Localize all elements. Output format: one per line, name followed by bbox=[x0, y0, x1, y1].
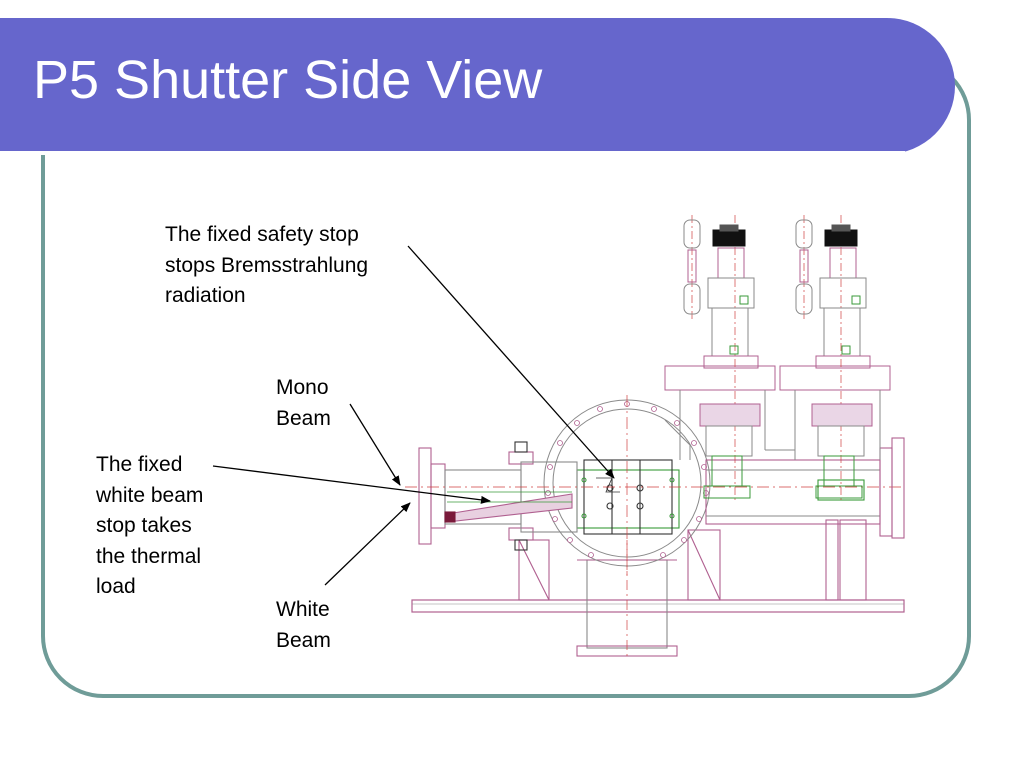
annotation-line: load bbox=[96, 575, 136, 598]
annotation-white-beam: White Beam bbox=[276, 595, 331, 656]
flange-bolts bbox=[545, 401, 709, 558]
actuator-right bbox=[795, 215, 873, 500]
annotation-line: the thermal bbox=[96, 544, 202, 568]
annotation-line: Beam bbox=[276, 628, 331, 652]
leader-mono-beam bbox=[349, 403, 401, 486]
leader-white-beam bbox=[324, 502, 411, 586]
content-frame bbox=[41, 58, 971, 698]
annotation-line: Mono bbox=[276, 376, 329, 399]
annotation-line: stop takes bbox=[96, 514, 192, 537]
annotation-mono-beam: Mono Beam bbox=[276, 373, 331, 434]
white-beam-stop-assembly bbox=[418, 441, 578, 551]
annotation-line: radiation bbox=[165, 284, 246, 307]
title-bar bbox=[0, 18, 955, 155]
annotation-line: white beam bbox=[96, 483, 204, 507]
annotation-line: The fixed bbox=[96, 453, 183, 476]
annotation-safety-stop: The fixed safety stop stops Bremsstrahlu… bbox=[165, 220, 368, 312]
annotation-line: The fixed safety stop bbox=[165, 223, 359, 246]
annotation-line: stops Bremsstrahlung bbox=[165, 253, 369, 277]
base-plate bbox=[411, 599, 905, 613]
vacuum-vessel bbox=[543, 399, 711, 567]
slide-title: P5 Shutter Side View bbox=[33, 50, 543, 110]
actuator-left bbox=[683, 215, 761, 500]
annotation-white-beam-stop: The fixed white beam stop takes the ther… bbox=[96, 450, 203, 603]
downstream-beam-pipe bbox=[705, 437, 905, 539]
shutter-block bbox=[576, 459, 680, 535]
actuator-support-frame bbox=[664, 365, 891, 460]
annotation-line: White bbox=[276, 598, 330, 621]
leader-safety-stop bbox=[407, 245, 615, 479]
leader-white-beam-stop bbox=[212, 465, 491, 504]
annotation-line: Beam bbox=[276, 406, 331, 430]
title-underline bbox=[0, 151, 905, 155]
